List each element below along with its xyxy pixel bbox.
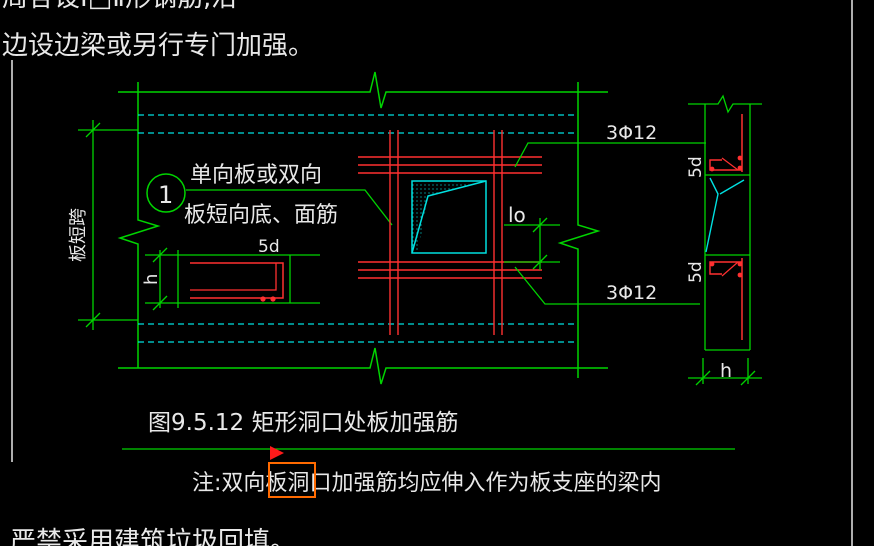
bars-bottom-label: 3Φ12 bbox=[606, 282, 657, 304]
right-5d-top-label: 5d bbox=[686, 156, 706, 178]
right-5d-bottom-label: 5d bbox=[686, 261, 706, 283]
selection-highlight-box[interactable] bbox=[268, 462, 316, 498]
bars-top-label: 3Φ12 bbox=[606, 122, 657, 144]
leader-top-bars bbox=[514, 142, 706, 168]
bottom-break-line bbox=[118, 347, 608, 385]
left-5d-label: 5d bbox=[258, 237, 280, 257]
right-h-label: h bbox=[720, 360, 732, 382]
callout-number: 1 bbox=[158, 181, 173, 209]
top-text-line2: 边设边梁或另行专门加强。 bbox=[2, 31, 314, 61]
callout-circle bbox=[146, 173, 186, 213]
right-slab-edge bbox=[557, 82, 601, 378]
slab-plan bbox=[117, 71, 608, 385]
top-text-line1: 周各设I□Ⅱ形钢筋,沿 bbox=[2, 0, 237, 13]
figure-caption: 图9.5.12 矩形洞口处板加强筋 bbox=[148, 410, 458, 436]
footnote-prefix: 注:双向 bbox=[192, 471, 265, 496]
footnote-highlight[interactable]: 板洞 bbox=[265, 471, 309, 496]
lo-dimension bbox=[504, 217, 560, 270]
marker-flag-icon[interactable] bbox=[270, 446, 284, 460]
footnote-suffix: 口加强筋均应伸入作为板支座的梁内 bbox=[309, 471, 661, 496]
slab-opening bbox=[411, 180, 487, 254]
beam-lines bbox=[138, 114, 578, 343]
span-dimension bbox=[78, 120, 138, 330]
callout-leader bbox=[186, 189, 393, 226]
leader-bottom-bars bbox=[514, 266, 700, 305]
footnote: 注:双向板洞口加强筋均应伸入作为板支座的梁内 bbox=[192, 471, 661, 496]
right-section-detail: 5d 5d h bbox=[686, 94, 762, 386]
span-label: 板短跨 bbox=[68, 208, 89, 262]
left-section-detail: h 5d bbox=[141, 237, 320, 311]
bottom-text: 严禁采用建筑垃圾回填。 bbox=[10, 527, 296, 546]
callout-note-line2: 板短向底、面筋 bbox=[184, 203, 338, 228]
opening-rebar-grid bbox=[358, 130, 542, 335]
lo-label: lo bbox=[508, 203, 526, 227]
top-break-line bbox=[118, 71, 608, 109]
left-slab-edge bbox=[117, 82, 161, 368]
left-h-label: h bbox=[141, 274, 162, 285]
callout-note-line1: 单向板或双向 bbox=[190, 163, 322, 188]
